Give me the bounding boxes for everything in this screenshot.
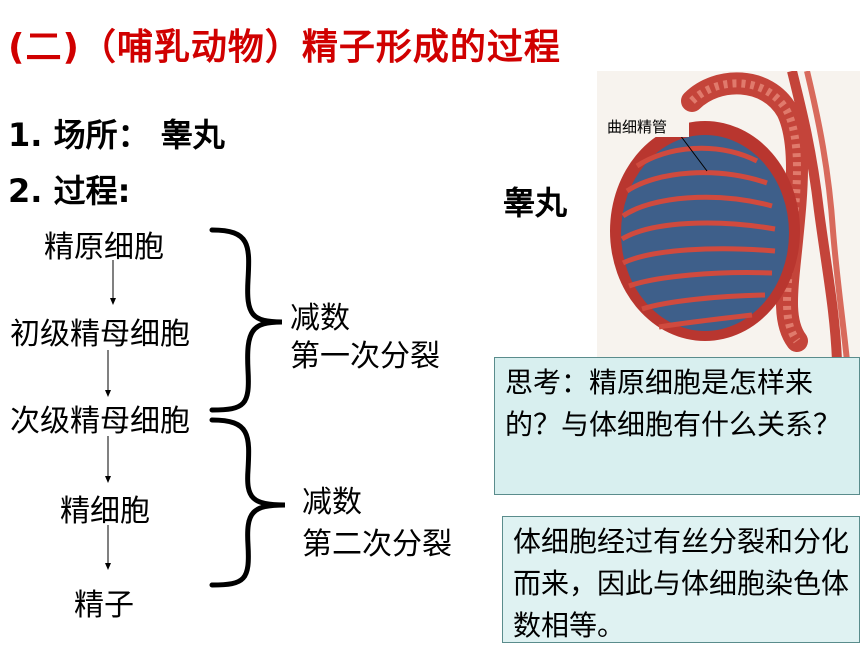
organ-label: 睾丸 — [503, 184, 568, 222]
tubule-label: 曲细精管 — [607, 118, 667, 136]
meiosis-1-label: 减数 第一次分裂 — [290, 300, 440, 376]
slide-title: (二)（哺乳动物）精子形成的过程 — [8, 27, 561, 68]
location-point: 1. 场所： 睾丸 — [8, 116, 225, 154]
testis-illustration: 曲细精管 — [605, 69, 850, 362]
step-sperm: 精子 — [74, 588, 134, 623]
question-box: 思考：精原细胞是怎样来的？与体细胞有什么关系？ — [494, 357, 860, 495]
step-spermatogonium: 精原细胞 — [44, 230, 164, 265]
meiosis-2-label: 减数 第二次分裂 — [302, 482, 452, 566]
step-primary-spermatocyte: 初级精母细胞 — [10, 317, 190, 352]
process-point: 2. 过程: — [8, 172, 131, 210]
step-secondary-spermatocyte: 次级精母细胞 — [10, 404, 190, 439]
testis-figure: 曲细精管 — [597, 69, 860, 362]
meiosis-1-line-2: 第一次分裂 — [290, 339, 440, 374]
meiosis-2-line-2: 第二次分裂 — [302, 527, 452, 562]
brace-meiosis-1 — [209, 227, 283, 413]
meiosis-2-line-1: 减数 — [302, 485, 362, 520]
step-spermatid: 精细胞 — [60, 494, 150, 529]
meiosis-1-line-1: 减数 — [290, 301, 350, 336]
answer-box: 体细胞经过有丝分裂和分化而来，因此与体细胞染色体数相等。 — [502, 516, 860, 643]
brace-meiosis-2 — [209, 417, 286, 588]
